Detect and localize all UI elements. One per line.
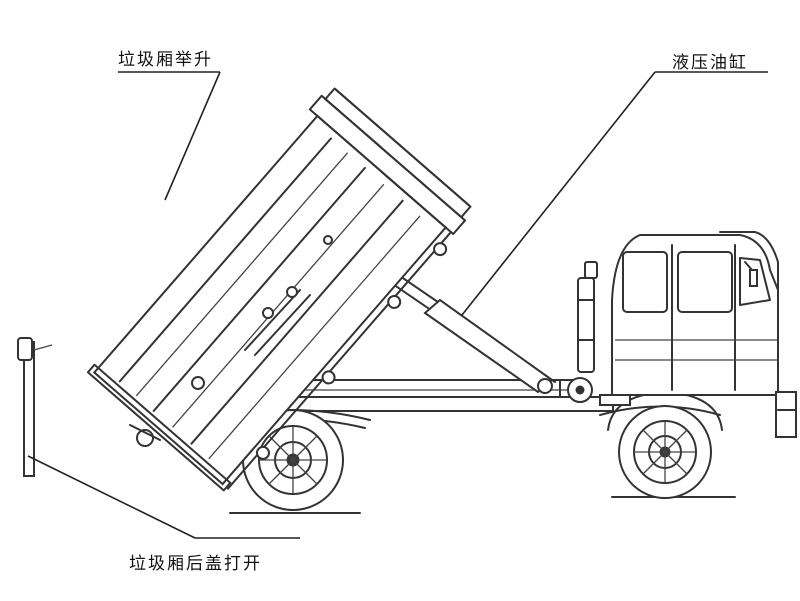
truck-cab [599,231,797,438]
label-hydraulic-cylinder: 液压油缸 [672,53,748,73]
label-rear-door-open: 垃圾厢后盖打开 [129,554,262,574]
exhaust-pipe [567,261,598,403]
lift-linkage [244,235,333,356]
garbage-box-lifted [86,87,472,492]
label-box-lift: 垃圾厢举升 [118,50,213,70]
leader-lines [27,71,768,539]
rear-door-open [17,337,53,477]
front-wheel [618,405,712,499]
tipping-pivot [129,376,205,447]
